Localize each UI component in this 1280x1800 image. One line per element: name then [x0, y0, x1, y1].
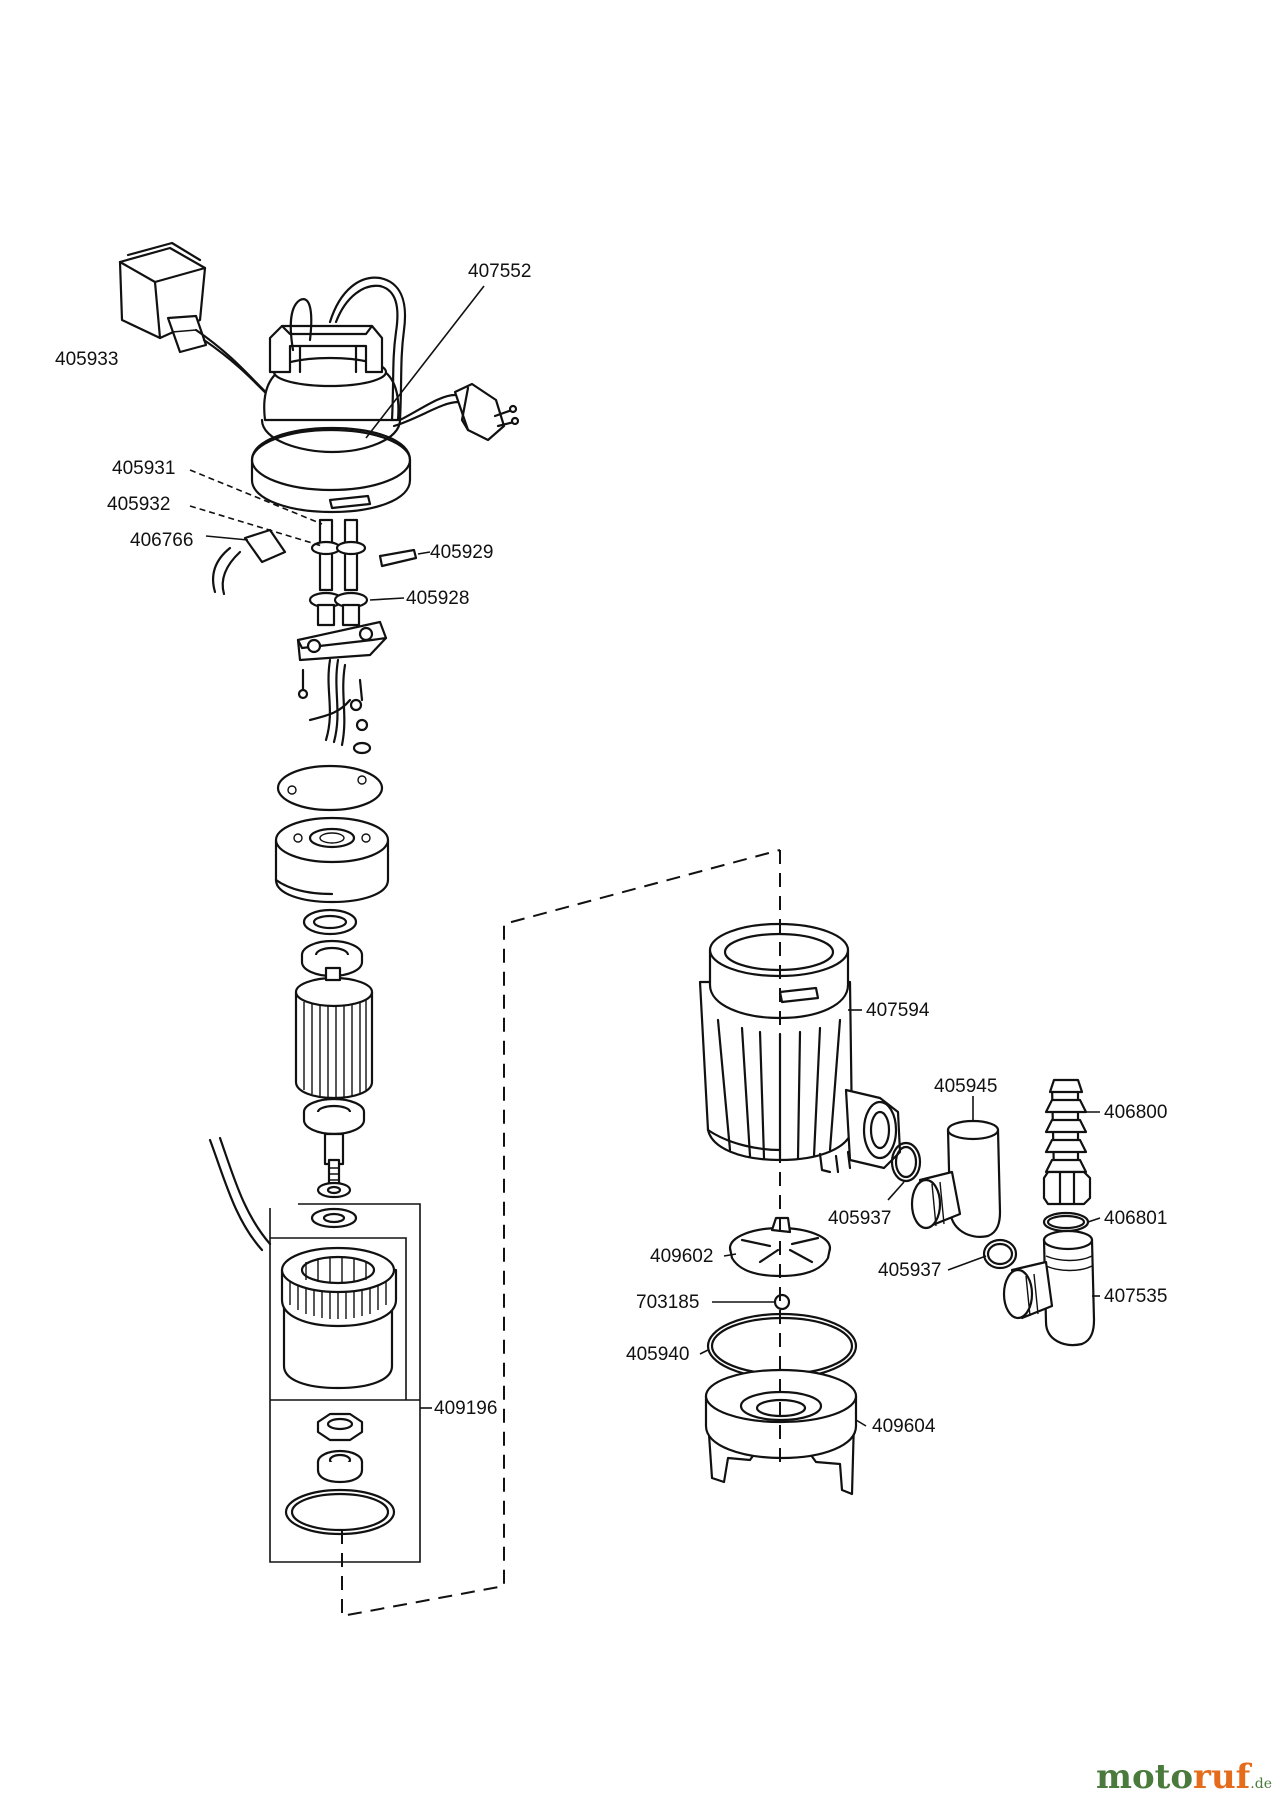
part-label-409604: 409604: [872, 1416, 936, 1437]
part-label-405932: 405932: [107, 494, 170, 515]
part-label-405933: 405933: [55, 349, 118, 370]
logo-text-ruf: ruf: [1193, 1757, 1251, 1797]
part-label-409602: 409602: [650, 1246, 713, 1267]
leader-lines: [171, 285, 1101, 1427]
part-label-405937-upper: 405937: [828, 1208, 891, 1229]
part-labels: 405933 407552 405931 405932 406766 40592…: [55, 261, 1167, 1437]
terminal-assembly-drawing: [212, 518, 418, 755]
outlet-fittings-drawing: [890, 1078, 1096, 1347]
motoruf-logo: motoruf.de: [1096, 1760, 1272, 1794]
part-label-405929: 405929: [430, 542, 493, 563]
assembly-lines: [341, 849, 781, 1618]
logo-text-moto: moto: [1095, 1757, 1194, 1797]
part-label-405931: 405931: [112, 458, 175, 479]
part-label-407535: 407535: [1104, 1286, 1167, 1307]
logo-text-tld: .de: [1250, 1776, 1272, 1792]
motor-housing-drawing: [250, 276, 520, 514]
bearing-housing-drawing: [274, 764, 390, 904]
float-switch-drawing: [118, 241, 286, 412]
part-label-406766: 406766: [130, 530, 193, 551]
part-label-405945: 405945: [934, 1076, 997, 1097]
kit-bracket-409196: [269, 1203, 432, 1563]
part-label-405937-lower: 405937: [878, 1260, 941, 1281]
rotor-drawing: [294, 908, 374, 1199]
part-label-407594: 407594: [866, 1000, 930, 1021]
part-label-409196: 409196: [434, 1398, 497, 1419]
part-label-407552: 407552: [468, 261, 531, 282]
pump-housing-drawing: [698, 922, 902, 1174]
part-label-703185: 703185: [636, 1292, 699, 1313]
stator-drawing: [208, 1136, 398, 1536]
part-label-406800: 406800: [1104, 1102, 1167, 1123]
part-label-405940: 405940: [626, 1344, 689, 1365]
part-label-406801: 406801: [1104, 1208, 1167, 1229]
part-label-405928: 405928: [406, 588, 469, 609]
